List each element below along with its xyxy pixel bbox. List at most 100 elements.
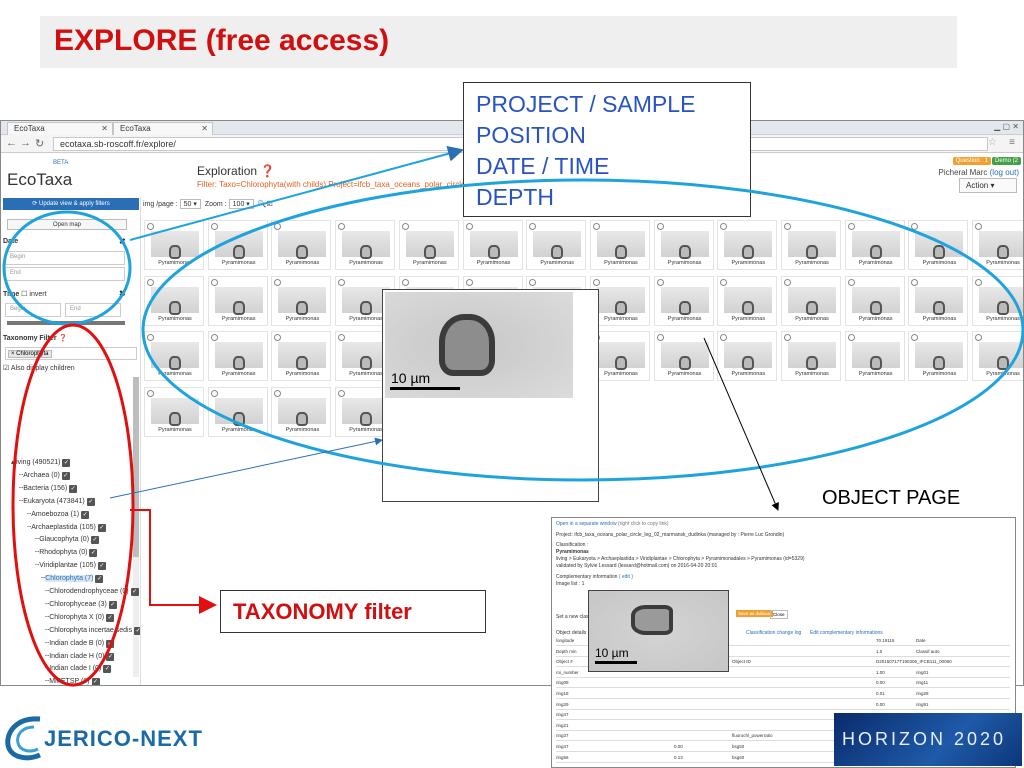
- object-details-tab[interactable]: Object details: [556, 630, 587, 636]
- tree-node[interactable]: ┄Chlorophyceae (3)✓: [45, 600, 117, 609]
- image-card[interactable]: Pyramimonas: [653, 331, 714, 381]
- select-icon[interactable]: [274, 334, 282, 341]
- image-card[interactable]: Pyramimonas: [335, 220, 396, 270]
- tree-node[interactable]: ┄Chlorophyta X (0)✓: [45, 613, 115, 622]
- select-icon[interactable]: [847, 278, 855, 286]
- img-per-page-select[interactable]: 50 ▾: [179, 199, 201, 209]
- select-icon[interactable]: [784, 334, 791, 341]
- tree-node[interactable]: ┄Indian clade H (0)✓: [45, 652, 115, 661]
- checkbox-icon[interactable]: ✓: [89, 549, 98, 558]
- zoom-select[interactable]: 100 ▾: [228, 199, 254, 209]
- select-icon[interactable]: [210, 278, 218, 286]
- image-card[interactable]: Pyramimonas: [717, 331, 778, 381]
- thumbnail-image[interactable]: [915, 286, 964, 315]
- thumbnail-image[interactable]: [405, 231, 454, 259]
- edit-link[interactable]: ( edit ): [618, 574, 633, 580]
- thumbnail-image[interactable]: [788, 286, 836, 315]
- image-card[interactable]: Pyramimonas: [207, 331, 268, 381]
- select-icon[interactable]: [147, 278, 154, 286]
- select-icon[interactable]: [847, 334, 855, 341]
- image-card[interactable]: Pyramimonas: [781, 331, 841, 381]
- checkbox-icon[interactable]: ✓: [97, 523, 106, 532]
- time-end-input[interactable]: End: [65, 303, 121, 317]
- select-icon[interactable]: [147, 389, 154, 397]
- select-icon[interactable]: [465, 278, 473, 286]
- thumbnail-image[interactable]: [851, 231, 900, 259]
- image-card[interactable]: Pyramimonas: [589, 220, 650, 270]
- thumbnail-image[interactable]: [915, 342, 964, 370]
- thumbnail-image[interactable]: [151, 286, 199, 315]
- thumbnail-image[interactable]: [151, 231, 199, 259]
- checkbox-icon[interactable]: ✓: [130, 588, 139, 596]
- tree-node[interactable]: ┄Viridiplantae (105)✓: [35, 562, 106, 571]
- thumbnail-image[interactable]: [660, 286, 709, 315]
- open-window-link[interactable]: Open in a separate window (right click t…: [556, 521, 669, 527]
- select-icon[interactable]: [147, 334, 154, 341]
- checkbox-icon[interactable]: ✓: [91, 536, 100, 545]
- select-icon[interactable]: [210, 223, 218, 230]
- image-card[interactable]: Pyramimonas: [271, 275, 332, 326]
- also-display-children[interactable]: ☑ Also display children: [3, 365, 75, 372]
- select-icon[interactable]: [338, 334, 346, 341]
- tree-node[interactable]: ┄Rhodophyta (0)✓: [35, 549, 98, 558]
- thumbnail-image[interactable]: [979, 231, 1023, 259]
- image-card[interactable]: Pyramimonas: [207, 275, 268, 326]
- tree-node[interactable]: ┄Archaea (0)✓: [19, 471, 70, 480]
- select-icon[interactable]: [784, 223, 791, 230]
- select-icon[interactable]: [274, 389, 282, 397]
- image-card[interactable]: Pyramimonas: [271, 220, 332, 270]
- image-card[interactable]: Pyramimonas: [844, 331, 905, 381]
- tree-node[interactable]: ┄Chlorophyta (7)✓: [41, 575, 104, 584]
- image-card[interactable]: Pyramimonas: [908, 275, 969, 326]
- thumbnail-image[interactable]: [788, 342, 836, 370]
- time-slider[interactable]: [7, 321, 125, 325]
- select-icon[interactable]: [911, 223, 919, 230]
- tree-node[interactable]: ┄Chlorophyta incertae sedis✓: [45, 626, 141, 635]
- thumbnail-image[interactable]: [979, 342, 1023, 370]
- checkbox-icon[interactable]: ✓: [103, 665, 112, 674]
- thumbnail-image[interactable]: [278, 342, 327, 370]
- bookmark-star-icon[interactable]: ☆: [988, 137, 997, 148]
- thumbnail-image[interactable]: [596, 231, 645, 259]
- select-icon[interactable]: [401, 278, 409, 286]
- image-card[interactable]: Pyramimonas: [398, 220, 459, 270]
- demo-badge[interactable]: Demo (2: [991, 157, 1021, 165]
- update-view-button[interactable]: ⟳ Update view & apply filters: [3, 198, 139, 210]
- select-icon[interactable]: [911, 278, 919, 286]
- thumbnail-image[interactable]: [151, 397, 199, 426]
- thumbnail-image[interactable]: [596, 342, 645, 370]
- menu-icon[interactable]: ≡: [1009, 137, 1015, 148]
- thumbnail-image[interactable]: [342, 231, 391, 259]
- thumbnail-image[interactable]: [788, 231, 836, 259]
- tree-node[interactable]: ┄Indian clade B (0)✓: [45, 639, 115, 648]
- image-card[interactable]: Pyramimonas: [271, 331, 332, 381]
- close-icon[interactable]: ✕: [201, 124, 208, 133]
- thumbnail-image[interactable]: [214, 397, 263, 426]
- thumbnail-image[interactable]: [660, 342, 709, 370]
- select-icon[interactable]: [338, 278, 346, 286]
- thumbnail-image[interactable]: [851, 286, 900, 315]
- browser-tab-2[interactable]: EcoTaxa✕: [113, 122, 213, 135]
- question-badge[interactable]: Question : 1: [952, 157, 991, 165]
- tree-node[interactable]: ┄Glaucophyta (0)✓: [35, 536, 100, 545]
- logout-link[interactable]: (log out): [989, 168, 1019, 177]
- image-card[interactable]: Pyramimonas: [781, 275, 841, 326]
- select-icon[interactable]: [592, 223, 600, 230]
- image-card[interactable]: Pyramimonas: [972, 331, 1023, 381]
- select-icon[interactable]: [656, 278, 664, 286]
- thumbnail-image[interactable]: [724, 231, 773, 259]
- tree-node[interactable]: ┄Amoebozoa (1)✓: [27, 510, 90, 519]
- select-icon[interactable]: [720, 334, 728, 341]
- thumbnail-image[interactable]: [851, 342, 900, 370]
- checkbox-icon[interactable]: ✓: [95, 575, 104, 584]
- clear-time-icon[interactable]: ✖: [119, 289, 126, 298]
- thumbnail-image[interactable]: [596, 286, 645, 315]
- time-begin-input[interactable]: Begin: [5, 303, 61, 317]
- select-icon[interactable]: [147, 223, 154, 230]
- thumbnail-image[interactable]: [214, 231, 263, 259]
- reload-icon[interactable]: ↻: [35, 138, 45, 150]
- image-card[interactable]: Pyramimonas: [144, 275, 204, 326]
- tree-node[interactable]: ┄Bacteria (156)✓: [19, 484, 78, 493]
- select-icon[interactable]: [338, 223, 346, 230]
- image-card[interactable]: Pyramimonas: [653, 275, 714, 326]
